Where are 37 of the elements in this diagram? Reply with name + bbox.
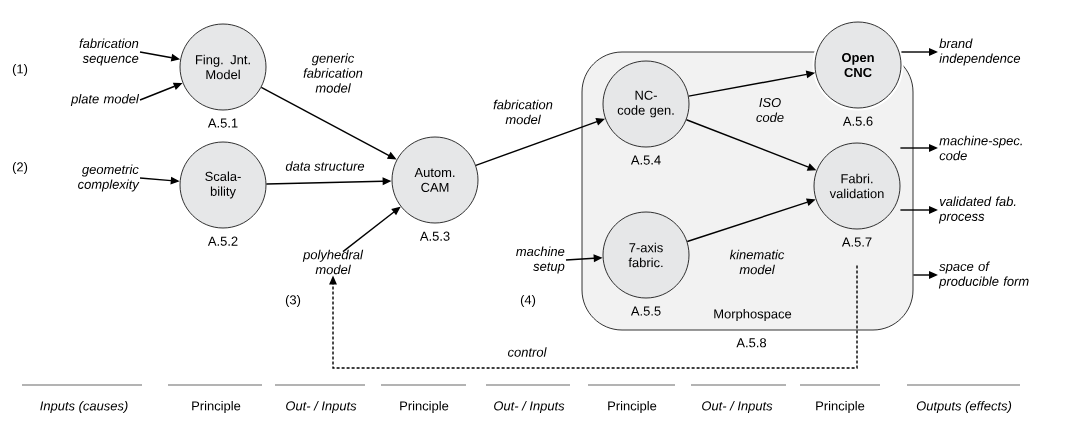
dashed-arrow: [329, 264, 858, 369]
input-text: fabrication sequence: [79, 38, 139, 66]
input-text: machine setup: [516, 246, 565, 274]
column-heading: Out- / Inputs: [702, 400, 773, 414]
edge-label: generic fabrication model: [303, 53, 363, 93]
edge-label: control: [508, 347, 547, 357]
edge-label: data structure: [285, 161, 365, 171]
group-number: (3): [285, 294, 301, 308]
column-heading: Inputs (causes): [40, 400, 128, 414]
edge-label: fabrication model: [493, 99, 553, 125]
output-text: brand independence: [939, 38, 1021, 66]
column-heading: Principle: [816, 400, 865, 414]
edge-label: ISO code: [756, 97, 784, 123]
input-text: plate model: [70, 93, 140, 107]
number-label: A.5.5: [630, 306, 661, 316]
column-heading: Principle: [192, 400, 241, 414]
number-label: A.5.2: [207, 236, 238, 246]
group-number: (2): [12, 161, 28, 175]
column-heading: Out- / Inputs: [286, 400, 357, 414]
number-label: A.5.7: [841, 237, 872, 247]
group-number: (4): [520, 294, 536, 308]
column-heading: Out- / Inputs: [494, 400, 565, 414]
output-text: space of producible form: [938, 261, 1029, 289]
group-number: (1): [12, 63, 28, 77]
number-label: A.5.3: [419, 231, 450, 241]
number-label: A.5.8: [736, 338, 767, 348]
column-heading: Principle: [400, 400, 449, 414]
input-text: geometric complexity: [78, 164, 140, 192]
number-label: A.5.6: [842, 116, 873, 126]
column-heading: Outputs (effects): [916, 400, 1012, 414]
number-label: A.5.1: [207, 118, 238, 128]
input-text: polyhedral model: [302, 249, 364, 275]
number-label: A.5.4: [630, 155, 661, 165]
output-text: validated fab. process: [938, 196, 1016, 224]
column-heading: Principle: [608, 400, 657, 414]
edge-label: kinematic model: [729, 249, 785, 275]
output-text: machine-spec. code: [939, 135, 1022, 161]
